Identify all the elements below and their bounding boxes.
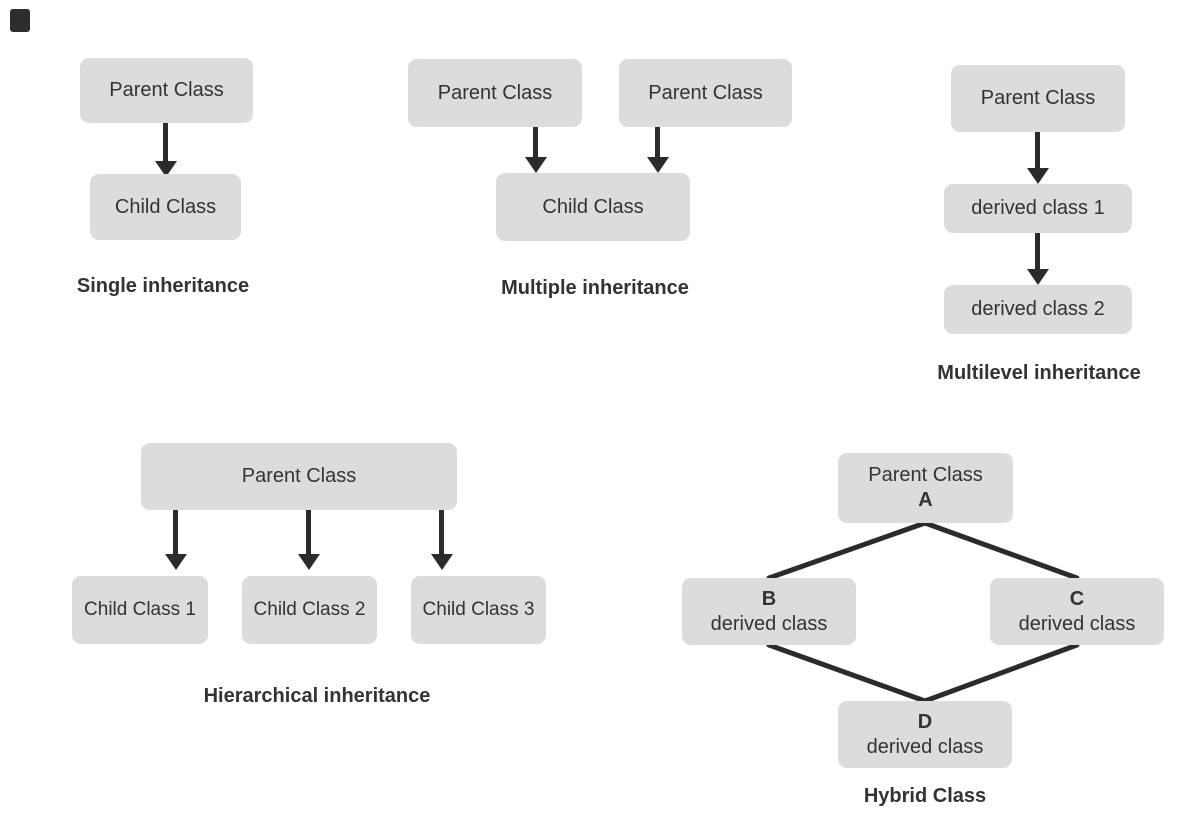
hybrid-derived-c-title: derived class [1018, 612, 1136, 635]
hierarchical-arrow3-head-icon [431, 554, 453, 570]
hierarchical-child3-box: Child Class 3 [411, 576, 546, 644]
multiple-arrow1-head-icon [525, 157, 547, 173]
multilevel-arrow1-line [1035, 132, 1040, 169]
hybrid-derived-b-title: derived class [710, 612, 828, 635]
multilevel-arrow2-head-icon [1027, 269, 1049, 285]
single-child-class-box: Child Class [90, 174, 241, 240]
hybrid-derived-c-letter: C [1069, 587, 1085, 610]
hierarchical-arrow1-line [173, 510, 178, 555]
hybrid-derived-d-letter: D [917, 710, 933, 733]
edge-c-to-d [922, 642, 1080, 704]
hierarchical-parent-class-box: Parent Class [141, 443, 457, 510]
multilevel-inheritance-caption: Multilevel inheritance [937, 362, 1141, 384]
single-arrow-head-icon [155, 161, 177, 177]
multilevel-arrow2-line [1035, 233, 1040, 270]
multiple-parent2-class-box: Parent Class [619, 59, 792, 127]
hybrid-derived-d-box: D derived class [838, 701, 1012, 768]
edge-b-to-d [766, 642, 928, 704]
single-arrow-line [163, 123, 168, 162]
hierarchical-arrow2-line [306, 510, 311, 555]
hybrid-parent-a-letter: A [918, 489, 933, 511]
edge-a-to-b [766, 520, 928, 581]
multilevel-arrow1-head-icon [1027, 168, 1049, 184]
hierarchical-child1-box: Child Class 1 [72, 576, 208, 644]
hybrid-derived-d-title: derived class [866, 735, 984, 758]
hierarchical-arrow2-head-icon [298, 554, 320, 570]
multilevel-derived1-box: derived class 1 [944, 184, 1132, 233]
hybrid-parent-a-box: Parent Class A [838, 453, 1013, 523]
hierarchical-arrow1-head-icon [165, 554, 187, 570]
hybrid-derived-c-box: C derived class [990, 578, 1164, 645]
hierarchical-child2-box: Child Class 2 [242, 576, 377, 644]
single-inheritance-caption: Single inheritance [76, 275, 250, 297]
multiple-arrow2-line [655, 127, 660, 158]
multiple-inheritance-caption: Multiple inheritance [501, 277, 689, 299]
multiple-arrow2-head-icon [647, 157, 669, 173]
multilevel-derived2-box: derived class 2 [944, 285, 1132, 334]
corner-marker [10, 9, 30, 32]
hybrid-derived-b-letter: B [761, 587, 777, 610]
hybrid-derived-b-box: B derived class [682, 578, 856, 645]
hybrid-parent-a-title: Parent Class [868, 464, 983, 486]
multiple-arrow1-line [533, 127, 538, 158]
single-parent-class-box: Parent Class [80, 58, 253, 123]
multiple-child-class-box: Child Class [496, 173, 690, 241]
hybrid-class-caption: Hybrid Class [863, 785, 987, 807]
multiple-parent1-class-box: Parent Class [408, 59, 582, 127]
edge-a-to-c [922, 520, 1080, 581]
hierarchical-arrow3-line [439, 510, 444, 555]
hierarchical-inheritance-caption: Hierarchical inheritance [203, 685, 431, 707]
multilevel-parent-class-box: Parent Class [951, 65, 1125, 132]
